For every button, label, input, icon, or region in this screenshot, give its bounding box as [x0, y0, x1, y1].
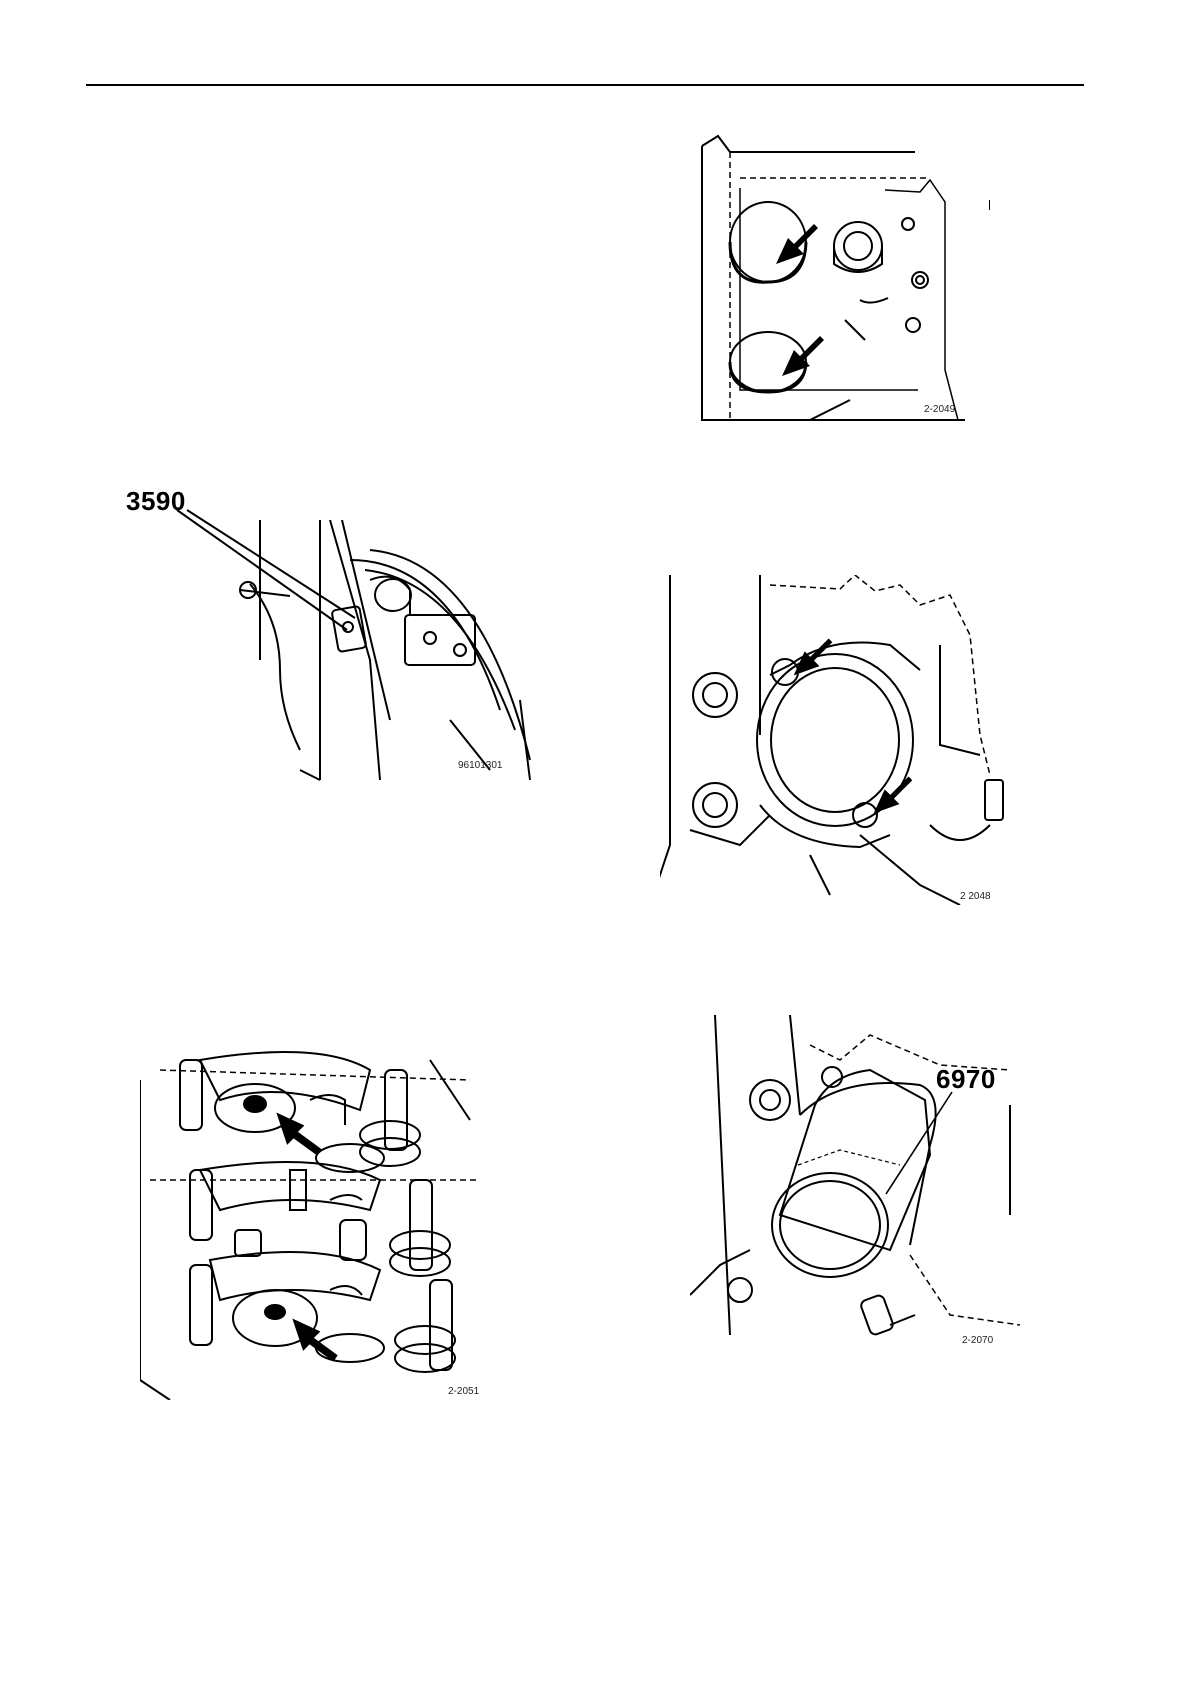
figure-code: 2 2048	[960, 891, 991, 902]
figure-cover-plate: 2 2048	[660, 575, 1020, 905]
pointer-arrow-icon	[790, 633, 836, 679]
figure-code: 2-2070	[962, 1335, 993, 1346]
callout-leader-line	[880, 1090, 960, 1200]
figure-code: 2-2049	[924, 404, 955, 415]
pointer-arrow-icon	[778, 330, 828, 380]
figure-bore-housing: 2-2049	[690, 130, 990, 430]
figure-code: 96101301	[458, 760, 503, 771]
pointer-arrow-icon	[772, 218, 822, 268]
pointer-arrow-icon	[272, 1106, 326, 1160]
callout-leader-line	[175, 508, 365, 638]
figure-code: 2-2051	[448, 1386, 479, 1397]
figure-rocker-arms: 2-2051	[140, 1040, 500, 1400]
header-rule	[86, 84, 1084, 86]
pointer-arrow-icon	[288, 1312, 342, 1366]
pointer-arrow-icon	[870, 771, 916, 817]
